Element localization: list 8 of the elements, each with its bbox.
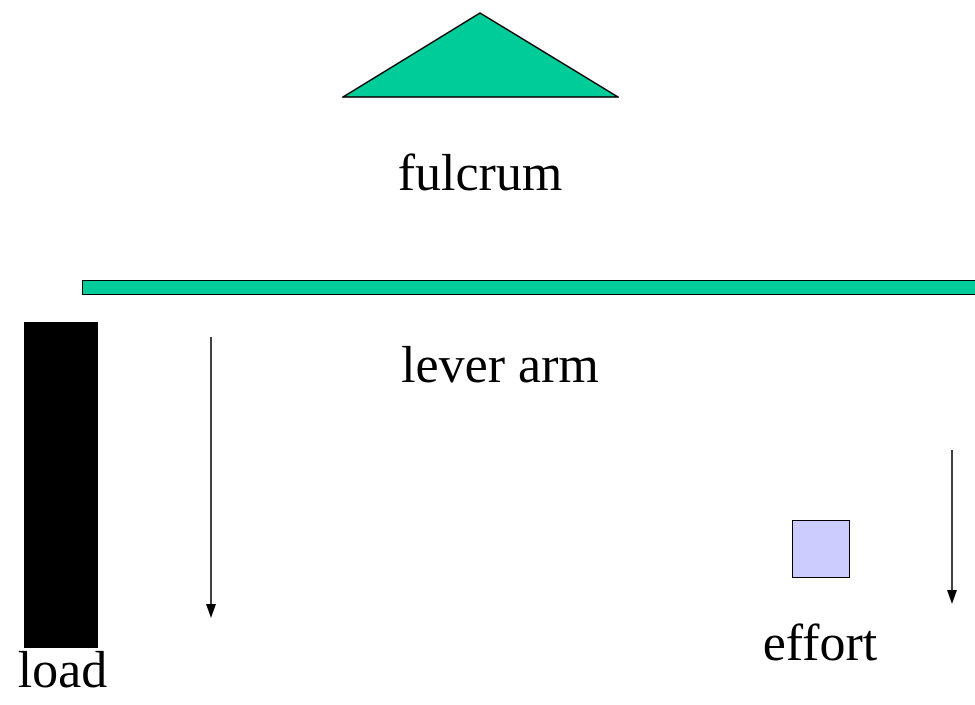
shape-label: fulcrum [396,148,564,200]
shape-label: load [16,645,108,697]
effort-square [792,520,850,578]
load-block [24,322,98,648]
shape-label: effort [762,618,878,670]
lever-bar [82,280,975,295]
fulcrum-triangle [342,12,619,99]
shape-label: lever arm [400,340,600,392]
